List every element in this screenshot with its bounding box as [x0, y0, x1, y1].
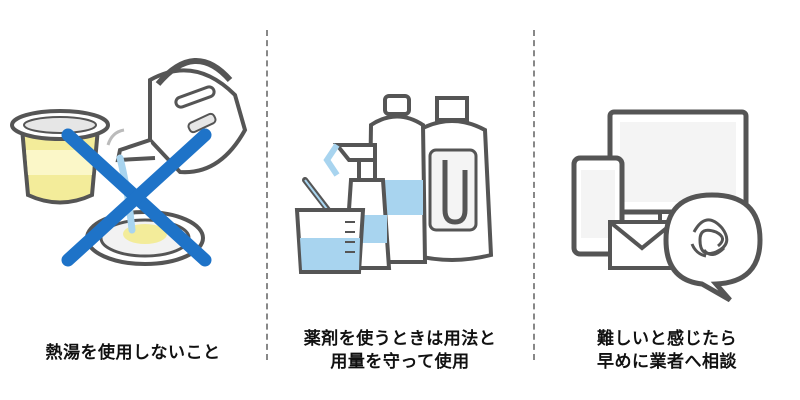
caption-chemical-usage: 薬剤を使うときは用法と 用量を守って使用 — [267, 328, 533, 374]
caption-line: 用量を守って使用 — [330, 352, 470, 372]
envelope-icon — [608, 220, 676, 270]
caption-consult-professional: 難しいと感じたら 早めに業者へ相談 — [534, 328, 800, 374]
panel-consult-professional: 難しいと感じたら 早めに業者へ相談 — [534, 0, 800, 400]
caption-line: 薬剤を使うときは用法と — [303, 329, 497, 349]
caption-line: 熱湯を使用しないこと — [45, 343, 221, 363]
caption-no-hot-water: 熱湯を使用しないこと — [0, 342, 266, 365]
divider — [533, 30, 535, 360]
pipe-cleaner-jug-icon — [410, 96, 494, 262]
consult-professional-illustration — [571, 109, 763, 303]
measuring-cup-icon — [294, 177, 366, 274]
chemical-usage-illustration — [294, 94, 494, 274]
panel-chemical-usage: 薬剤を使うときは用法と 用量を守って使用 — [267, 0, 533, 400]
speech-bubble-icon — [663, 192, 763, 303]
panel-no-hot-water: 熱湯を使用しないこと — [0, 0, 266, 400]
monitor-icon — [607, 109, 749, 234]
kettle-icon — [115, 58, 248, 175]
caption-line: 難しいと感じたら — [597, 329, 737, 349]
divider — [266, 30, 268, 360]
caption-line: 早めに業者へ相談 — [597, 352, 737, 372]
cross-mark-icon — [61, 128, 212, 267]
no-hot-water-illustration — [10, 58, 248, 267]
